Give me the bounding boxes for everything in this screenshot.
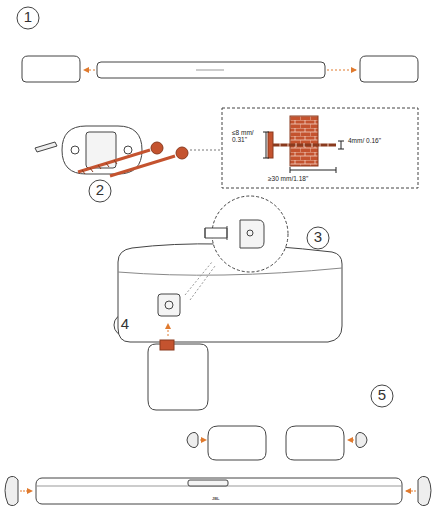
callout-number: 2	[90, 182, 110, 199]
callout-number: 4	[115, 316, 135, 333]
dimension-label: ≤8 mm/ 0.31"	[232, 129, 262, 143]
callout-number: 3	[308, 229, 328, 246]
callout-number: 5	[372, 387, 392, 404]
brand-logo: JBL	[212, 497, 220, 501]
dimension-label: ≥30 mm/1.18"	[268, 175, 358, 182]
callout-number: 1	[18, 9, 38, 26]
dimension-label: 4mm/ 0.16"	[348, 137, 388, 144]
